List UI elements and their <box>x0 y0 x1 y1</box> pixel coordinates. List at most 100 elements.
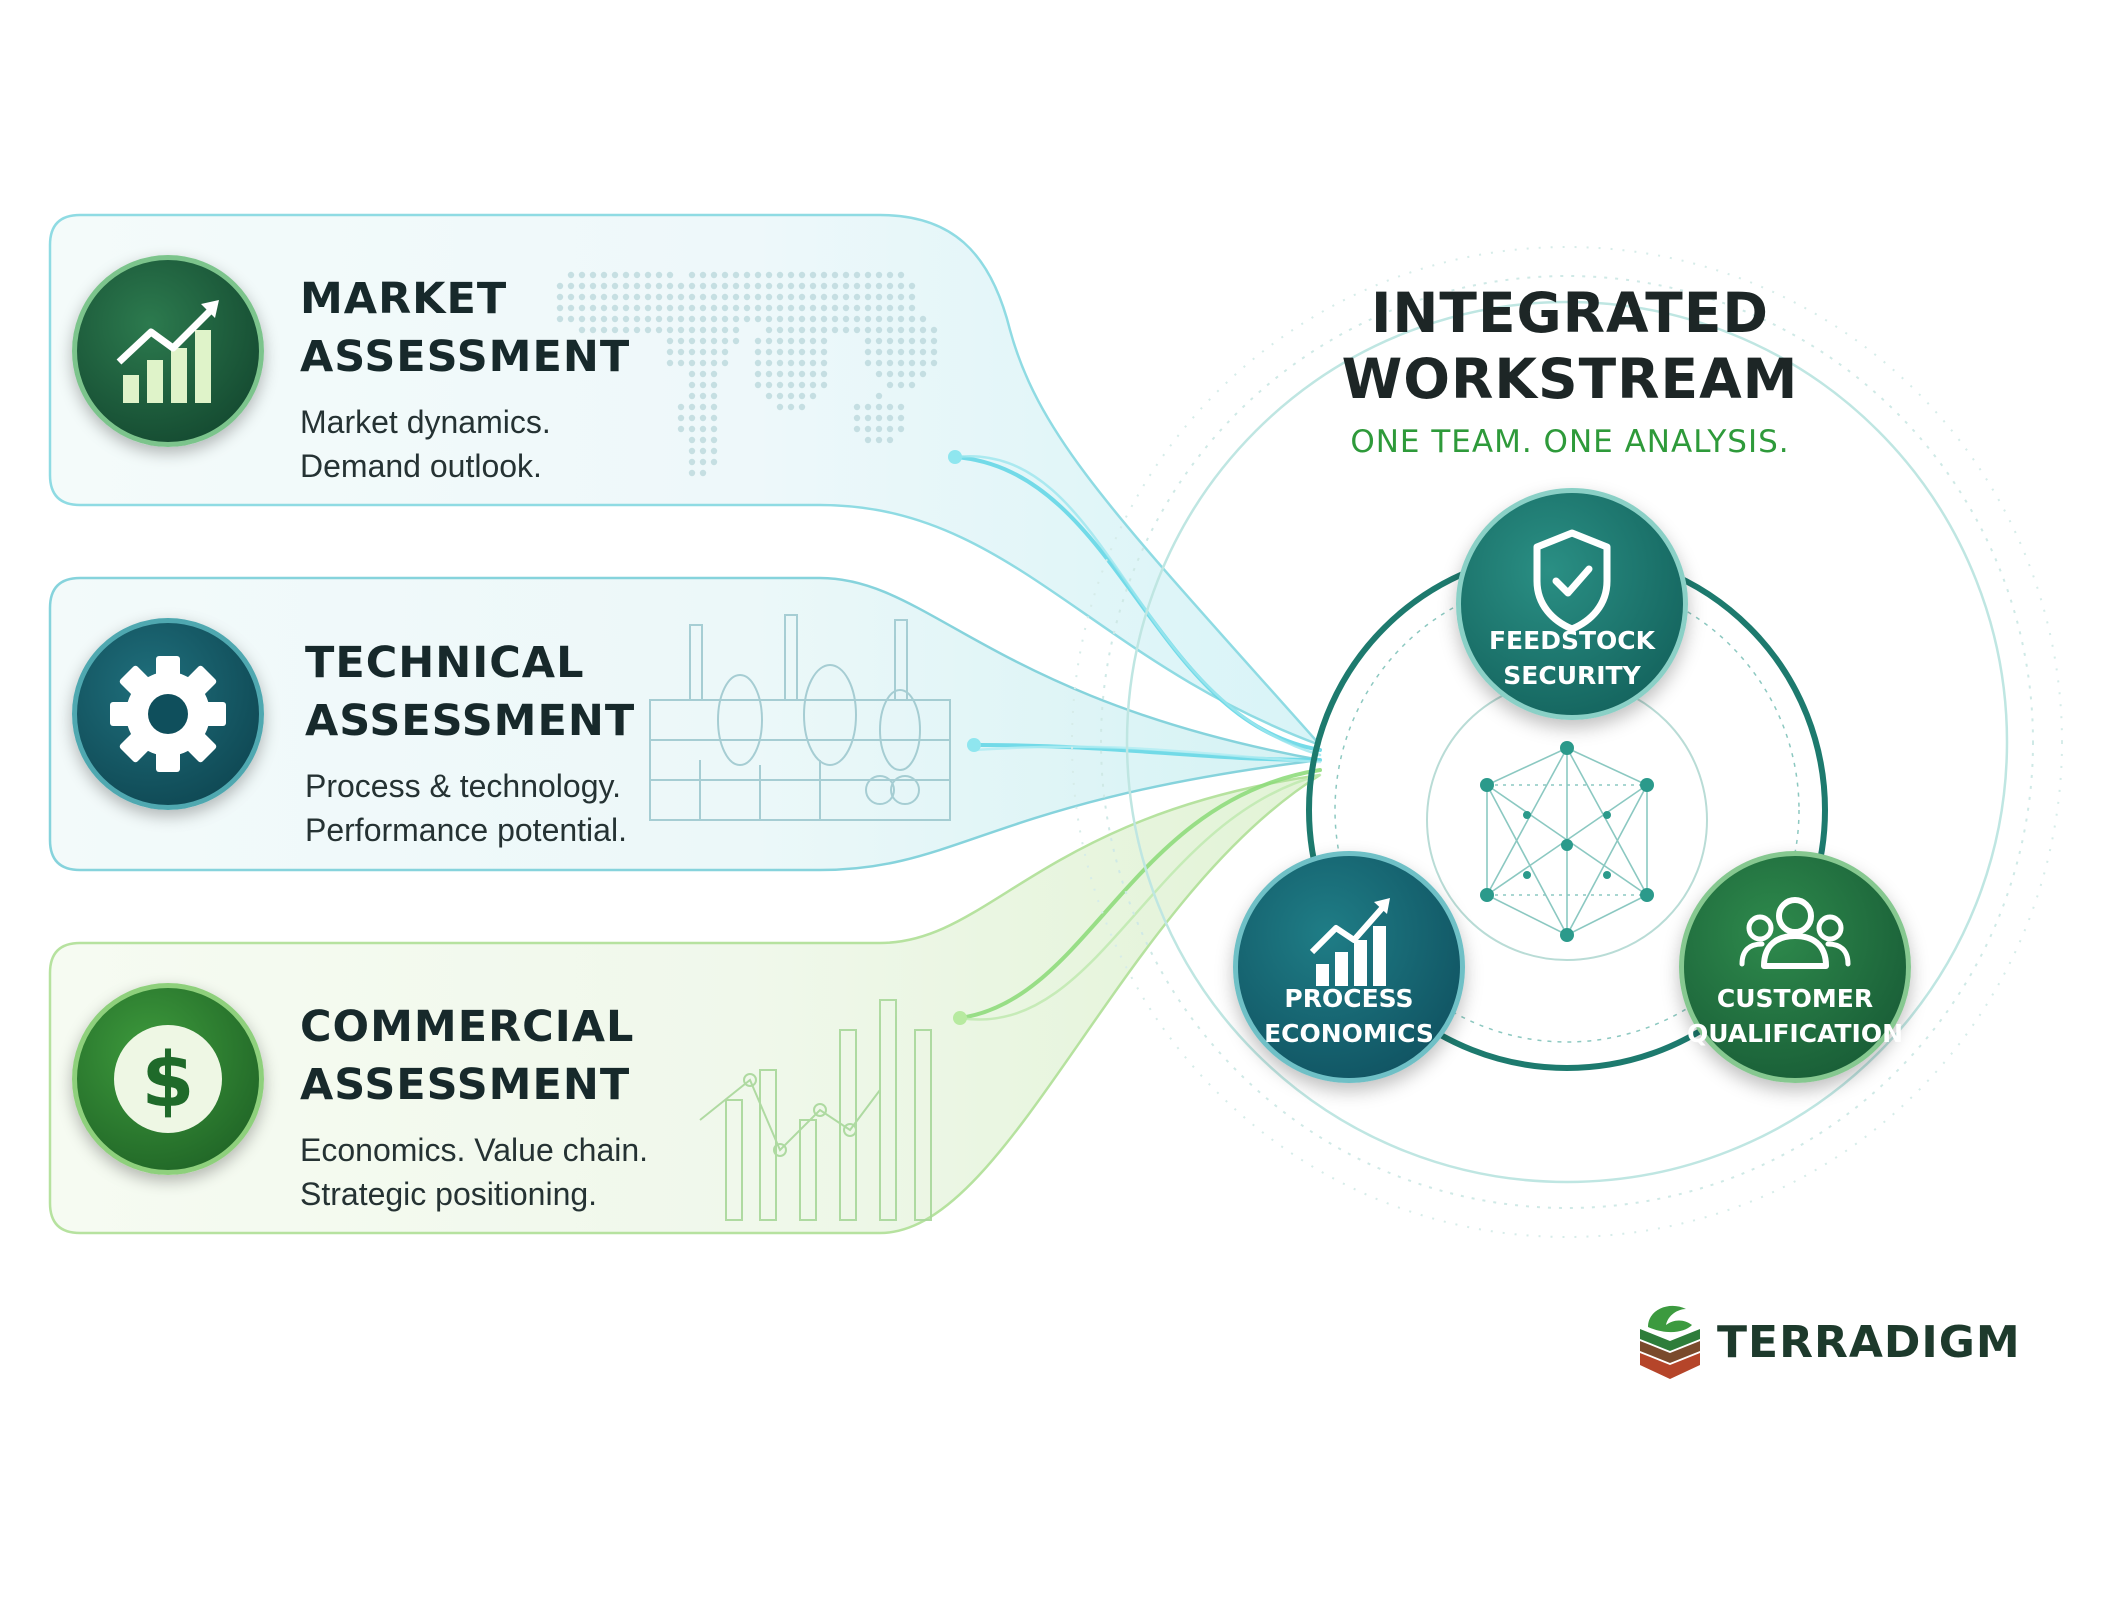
map-dot <box>655 282 663 290</box>
map-dot <box>820 282 828 290</box>
map-dot <box>677 315 685 323</box>
map-dot <box>831 304 839 312</box>
map-dot <box>710 392 718 400</box>
map-dot <box>699 447 707 455</box>
map-dot <box>776 304 784 312</box>
map-dot <box>578 282 586 290</box>
map-dot <box>908 315 916 323</box>
map-dot <box>721 282 729 290</box>
map-dot <box>666 282 674 290</box>
users-icon <box>1739 897 1851 969</box>
map-dot <box>787 282 795 290</box>
map-dot <box>688 337 696 345</box>
map-dot <box>886 304 894 312</box>
map-dot <box>919 359 927 367</box>
map-dot <box>688 271 696 279</box>
map-dot <box>677 337 685 345</box>
map-dot <box>732 293 740 301</box>
map-dot <box>787 271 795 279</box>
map-dot <box>886 403 894 411</box>
map-dot <box>875 436 883 444</box>
map-dot <box>754 337 762 345</box>
map-dot <box>831 293 839 301</box>
map-dot <box>908 359 916 367</box>
map-dot <box>930 359 938 367</box>
flow-streams <box>948 450 1322 1025</box>
map-dot <box>853 414 861 422</box>
map-dot <box>798 392 806 400</box>
map-dot <box>699 425 707 433</box>
map-dot <box>864 337 872 345</box>
map-dot <box>699 458 707 466</box>
map-dot <box>688 282 696 290</box>
market-icon-disc <box>72 255 264 447</box>
map-dot <box>886 271 894 279</box>
map-dot <box>677 414 685 422</box>
map-dot <box>556 282 564 290</box>
map-dot <box>798 304 806 312</box>
map-dot <box>919 315 927 323</box>
map-dot <box>776 315 784 323</box>
map-dot <box>886 337 894 345</box>
chart-sketch <box>699 999 932 1221</box>
map-dot <box>820 381 828 389</box>
map-dot <box>688 469 696 477</box>
map-dot <box>732 315 740 323</box>
map-dot <box>897 370 905 378</box>
brand-name: TERRADIGM <box>1717 1317 2021 1368</box>
map-dot <box>798 337 806 345</box>
map-dot <box>677 403 685 411</box>
map-dot <box>688 447 696 455</box>
map-dot <box>930 337 938 345</box>
map-dot <box>611 304 619 312</box>
map-dot <box>765 381 773 389</box>
map-dot <box>776 326 784 334</box>
map-dot <box>886 425 894 433</box>
map-dot <box>820 271 828 279</box>
map-dot <box>699 381 707 389</box>
map-dot <box>666 326 674 334</box>
map-dot <box>754 282 762 290</box>
map-dot <box>897 293 905 301</box>
map-dot <box>765 271 773 279</box>
map-dot <box>754 293 762 301</box>
map-dot <box>589 304 597 312</box>
map-dot <box>897 282 905 290</box>
map-dot <box>875 414 883 422</box>
map-dot <box>809 304 817 312</box>
map-dot <box>710 447 718 455</box>
map-dot <box>787 337 795 345</box>
map-dot <box>589 326 597 334</box>
map-dot <box>842 293 850 301</box>
map-dot <box>765 293 773 301</box>
map-dot <box>699 271 707 279</box>
map-dot <box>710 414 718 422</box>
map-dot <box>578 271 586 279</box>
shield-check-icon <box>1533 529 1611 633</box>
market-card-shape <box>48 213 1321 747</box>
dollar-icon: $ <box>114 1025 222 1133</box>
map-dot <box>809 337 817 345</box>
map-dot <box>644 293 652 301</box>
map-dot <box>798 282 806 290</box>
map-dot <box>644 304 652 312</box>
map-dot <box>611 293 619 301</box>
map-dot <box>611 315 619 323</box>
map-dot <box>688 304 696 312</box>
map-dot <box>699 392 707 400</box>
map-dot <box>710 359 718 367</box>
map-dot <box>743 293 751 301</box>
map-dot <box>688 436 696 444</box>
map-dot <box>831 315 839 323</box>
map-dot <box>710 458 718 466</box>
map-dot <box>875 359 883 367</box>
map-dot <box>875 282 883 290</box>
commercial-icon-disc: $ <box>72 983 264 1175</box>
map-dot <box>831 326 839 334</box>
map-dot <box>864 348 872 356</box>
map-dot <box>677 348 685 356</box>
